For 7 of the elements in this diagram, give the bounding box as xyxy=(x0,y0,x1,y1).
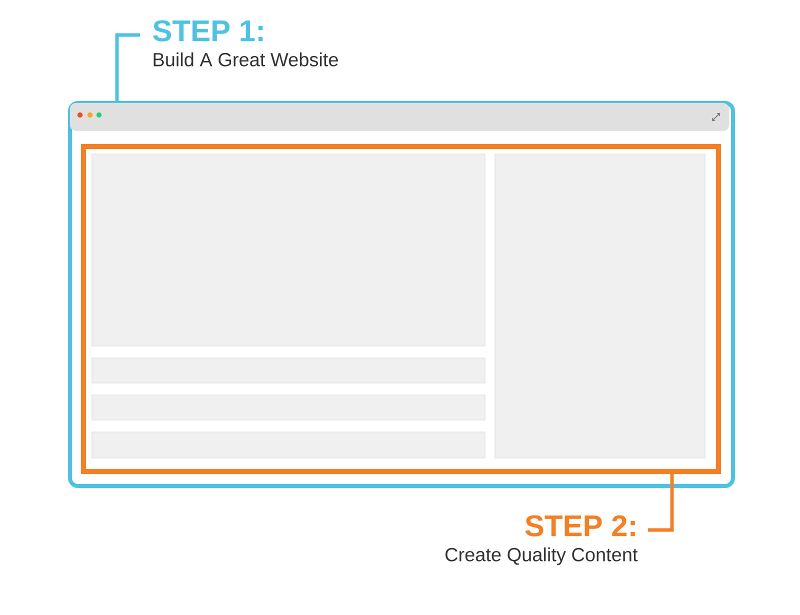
content-frame xyxy=(81,144,721,474)
step-heading: STEP 1: xyxy=(153,20,263,42)
leader-line xyxy=(648,474,674,532)
step-heading: STEP 2: xyxy=(525,515,635,536)
step-description: Create Quality Content xyxy=(446,547,638,566)
leader-line xyxy=(115,33,140,101)
step-description: Build A Great Website xyxy=(154,52,338,66)
